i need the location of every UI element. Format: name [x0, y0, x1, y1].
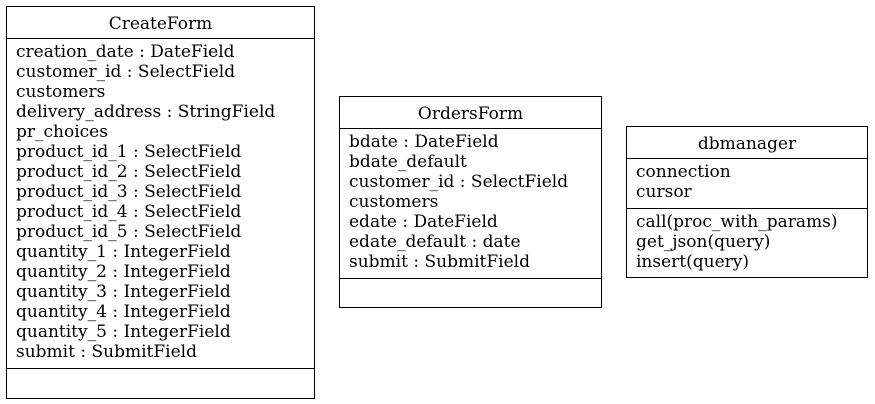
attribute: customer_id : SelectField	[16, 62, 236, 82]
attribute: cursor	[636, 182, 692, 202]
class-name: dbmanager	[627, 127, 867, 159]
attributes-section: connection cursor	[627, 159, 867, 209]
attribute: product_id_5 : SelectField	[16, 222, 242, 242]
attribute: quantity_4 : IntegerField	[16, 302, 231, 322]
attribute: submit : SubmitField	[16, 342, 197, 362]
attribute: customer_id : SelectField	[349, 172, 569, 192]
attribute: customers	[16, 82, 106, 102]
method: call(proc_with_params)	[636, 212, 838, 232]
class-dbmanager: dbmanager connection cursor call(proc_wi…	[626, 126, 868, 278]
class-name: CreateForm	[7, 7, 314, 39]
class-name: OrdersForm	[340, 97, 601, 129]
attribute: quantity_1 : IntegerField	[16, 242, 231, 262]
attributes-section: creation_date : DateField customer_id : …	[7, 39, 314, 369]
attribute: bdate_default	[349, 152, 467, 172]
method: insert(query)	[636, 252, 750, 272]
attribute: quantity_2 : IntegerField	[16, 262, 231, 282]
class-ordersform: OrdersForm bdate : DateField bdate_defau…	[339, 96, 602, 308]
class-createform: CreateForm creation_date : DateField cus…	[6, 6, 315, 399]
attribute: customers	[349, 192, 439, 212]
methods-section: call(proc_with_params) get_json(query) i…	[627, 209, 867, 278]
attribute: edate : DateField	[349, 212, 498, 232]
attribute: connection	[636, 162, 731, 182]
attribute: bdate : DateField	[349, 132, 499, 152]
attribute: product_id_3 : SelectField	[16, 182, 242, 202]
attribute: quantity_3 : IntegerField	[16, 282, 231, 302]
method: get_json(query)	[636, 232, 771, 252]
attribute: submit : SubmitField	[349, 252, 530, 272]
attribute: delivery_address : StringField	[16, 102, 276, 122]
attribute: product_id_1 : SelectField	[16, 142, 242, 162]
attribute: product_id_4 : SelectField	[16, 202, 242, 222]
attribute: creation_date : DateField	[16, 42, 235, 62]
attributes-section: bdate : DateField bdate_default customer…	[340, 129, 601, 279]
attribute: quantity_5 : IntegerField	[16, 322, 231, 342]
attribute: edate_default : date	[349, 232, 521, 252]
attribute: product_id_2 : SelectField	[16, 162, 242, 182]
attribute: pr_choices	[16, 122, 108, 142]
